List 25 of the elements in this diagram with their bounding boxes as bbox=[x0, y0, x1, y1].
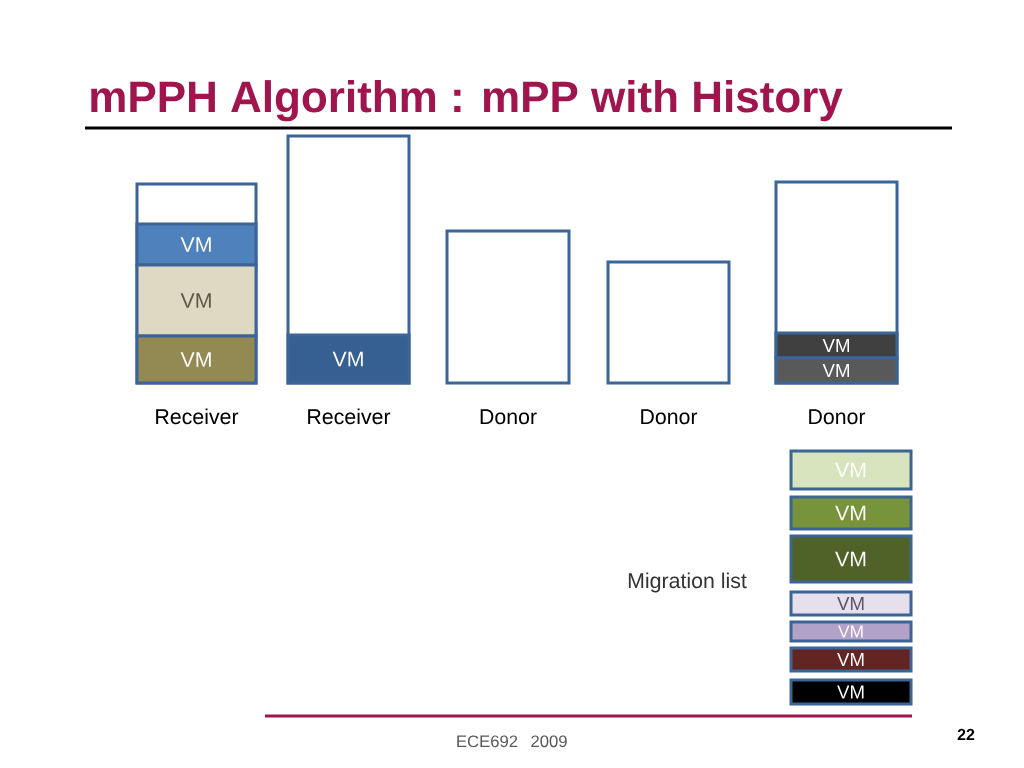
vm-block: VM bbox=[135, 263, 258, 338]
vm-block: VM bbox=[789, 646, 913, 673]
server-box bbox=[445, 229, 571, 385]
role-label: Donor bbox=[809, 409, 866, 425]
vm-block: VM bbox=[789, 534, 913, 584]
vm-block: VM bbox=[774, 356, 899, 385]
footer-text: ECE692 bbox=[457, 735, 518, 748]
vm-block: VM bbox=[789, 495, 913, 531]
vm-block: VM bbox=[774, 331, 899, 360]
role-label: Donor bbox=[480, 409, 537, 425]
vm-block: VM bbox=[286, 333, 411, 385]
vm-block: VM bbox=[135, 334, 258, 385]
slide-title: mPPH Algorithm : mPP with History bbox=[91, 80, 843, 122]
page-number: 22 bbox=[957, 728, 975, 740]
vm-block: VM bbox=[789, 590, 913, 617]
vm-block: VM bbox=[789, 620, 913, 643]
list-label: Migration list bbox=[628, 572, 747, 593]
role-label: Receiver bbox=[308, 408, 391, 425]
vm-block: VM bbox=[789, 449, 913, 491]
server-box bbox=[606, 260, 731, 385]
role-label: Receiver bbox=[156, 408, 239, 425]
role-label: Donor bbox=[641, 409, 698, 425]
vm-block: VM bbox=[135, 222, 258, 267]
footer-text: 2009 bbox=[531, 735, 567, 748]
vm-block: VM bbox=[789, 678, 913, 706]
